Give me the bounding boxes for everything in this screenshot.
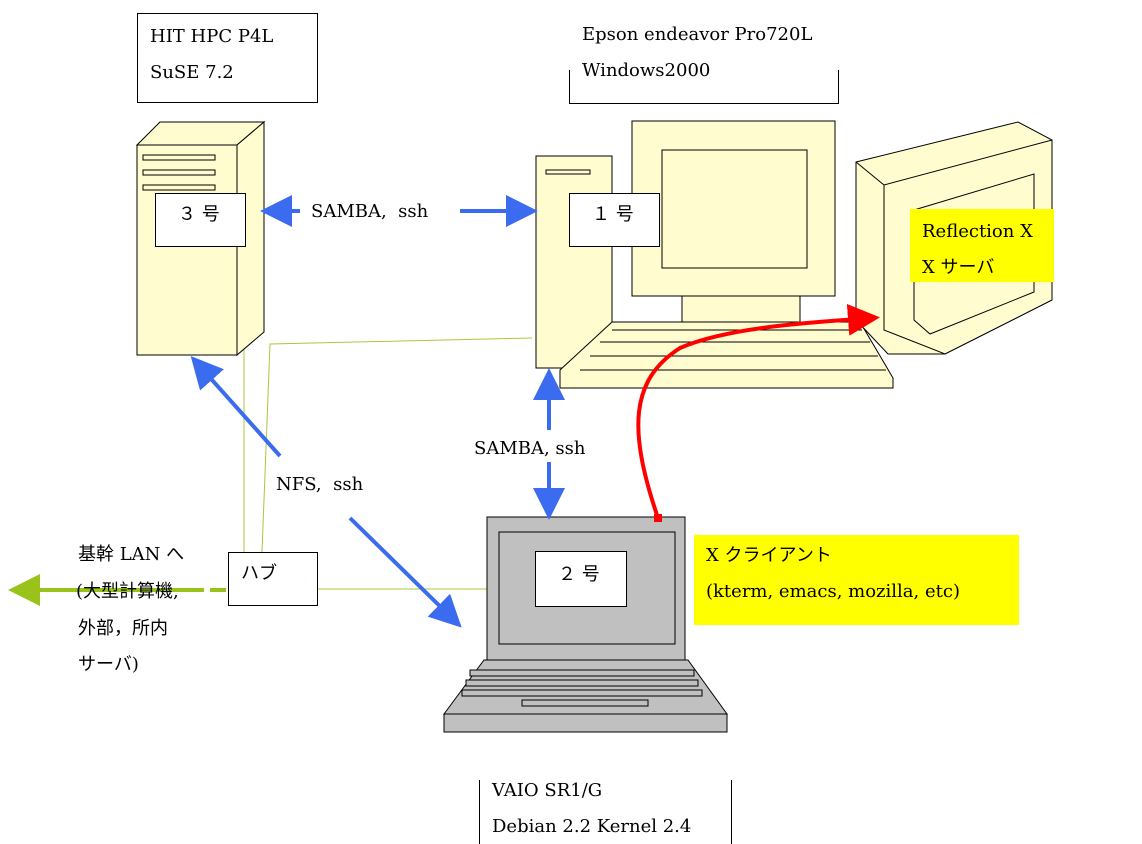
backbone-line3: 外部，所内 — [78, 618, 168, 639]
link-label-1-2: SAMBA, ssh — [474, 438, 586, 459]
backbone-line2: (大型計算機, — [76, 581, 179, 602]
server1-info-box — [569, 70, 839, 104]
laptop-base-mask — [440, 733, 732, 749]
tower-server-icon — [135, 120, 266, 357]
server3-info-box: HIT HPC P4L SuSE 7.2 — [137, 13, 318, 103]
hub-box: ハブ — [228, 552, 318, 606]
server2-info-box — [479, 780, 732, 844]
xserver-line1: Reflection X — [922, 221, 1033, 242]
link-label-3-2: NFS, ssh — [276, 474, 364, 495]
xclient-box: X クライアント (kterm, emacs, mozilla, etc) — [694, 535, 1019, 625]
server2-model: VAIO SR1/G — [492, 780, 603, 801]
desktop-pc-icon — [535, 120, 894, 389]
backbone-line4: サーバ) — [78, 654, 139, 675]
x-display-arrow-origin — [654, 514, 662, 522]
server3-label: ３ 号 — [178, 204, 220, 225]
server2-os: Debian 2.2 Kernel 2.4 — [492, 816, 692, 837]
server1-label-box: １ 号 — [569, 193, 660, 247]
server1-os: Windows2000 — [582, 60, 711, 81]
backbone-line1: 基幹 LAN へ — [78, 544, 185, 565]
server3-os: SuSE 7.2 — [150, 62, 234, 83]
x-display-arrow — [636, 303, 880, 519]
link-label-3-1: SAMBA, ssh — [311, 201, 429, 222]
xclient-line1: X クライアント — [706, 545, 832, 566]
server1-label: １ 号 — [592, 204, 634, 225]
server2-label-box: ２ 号 — [535, 551, 627, 607]
lan-wiring — [243, 337, 533, 590]
hub-label: ハブ — [241, 563, 277, 584]
server1-model: Epson endeavor Pro720L — [582, 24, 813, 45]
server3-label-box: ３ 号 — [155, 193, 246, 247]
server2-label: ２ 号 — [558, 564, 600, 585]
xserver-box: Reflection X X サーバ — [910, 209, 1054, 282]
xserver-line2: X サーバ — [922, 257, 995, 278]
laptop-icon — [443, 516, 728, 733]
server3-model: HIT HPC P4L — [150, 26, 274, 47]
link-arrows-blue — [190, 195, 565, 628]
xclient-line2: (kterm, emacs, mozilla, etc) — [706, 581, 960, 602]
